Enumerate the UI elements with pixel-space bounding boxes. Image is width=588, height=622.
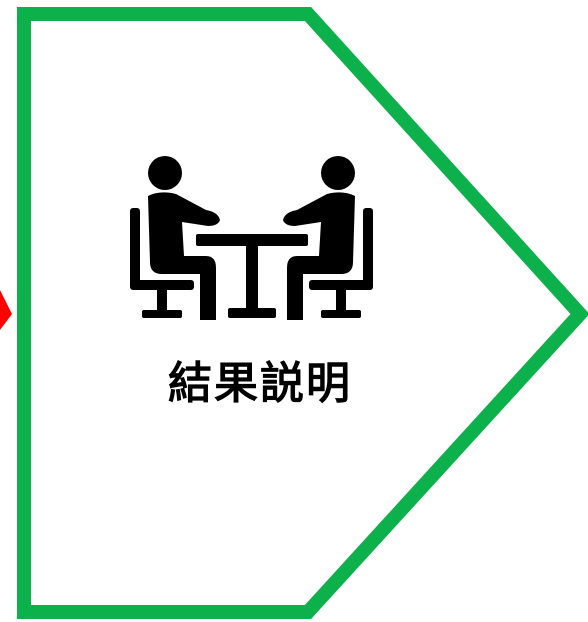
previous-step-arrow-tip — [0, 290, 12, 330]
step-label: 結果説明 — [168, 358, 352, 409]
meeting-icon — [130, 156, 373, 320]
